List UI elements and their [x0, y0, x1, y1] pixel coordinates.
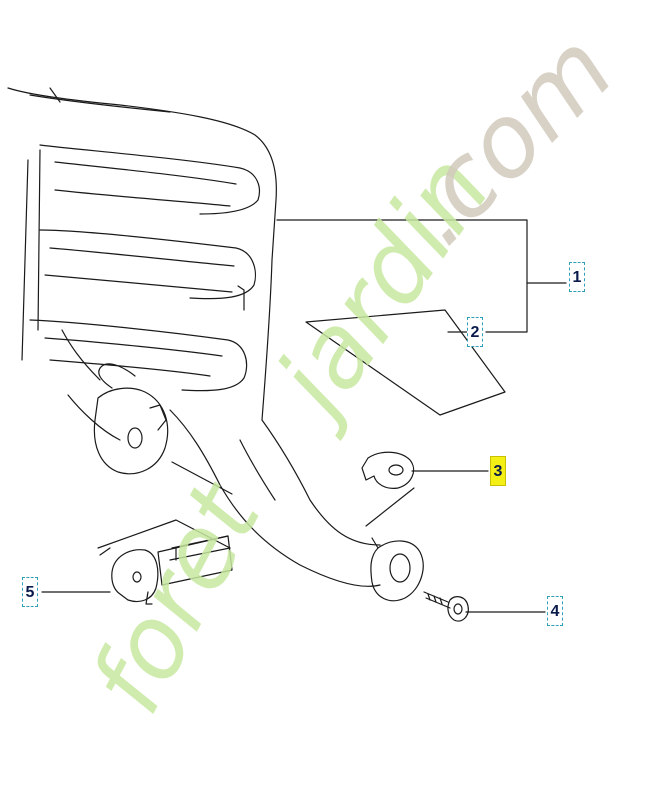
callout-2: 2: [467, 317, 483, 347]
callout-5: 5: [22, 577, 38, 607]
callout-4: 4: [547, 596, 563, 626]
washer-part: [361, 451, 415, 489]
svg-text:foret: foret: [68, 463, 285, 732]
decal-part: [305, 309, 506, 416]
leader-line-1: [276, 219, 528, 333]
callout-1: 1: [569, 262, 585, 292]
screw-part: [423, 591, 469, 622]
callout-3: 3: [490, 456, 506, 486]
bushing-part: [111, 535, 233, 605]
hand-guard-part: [7, 87, 424, 602]
